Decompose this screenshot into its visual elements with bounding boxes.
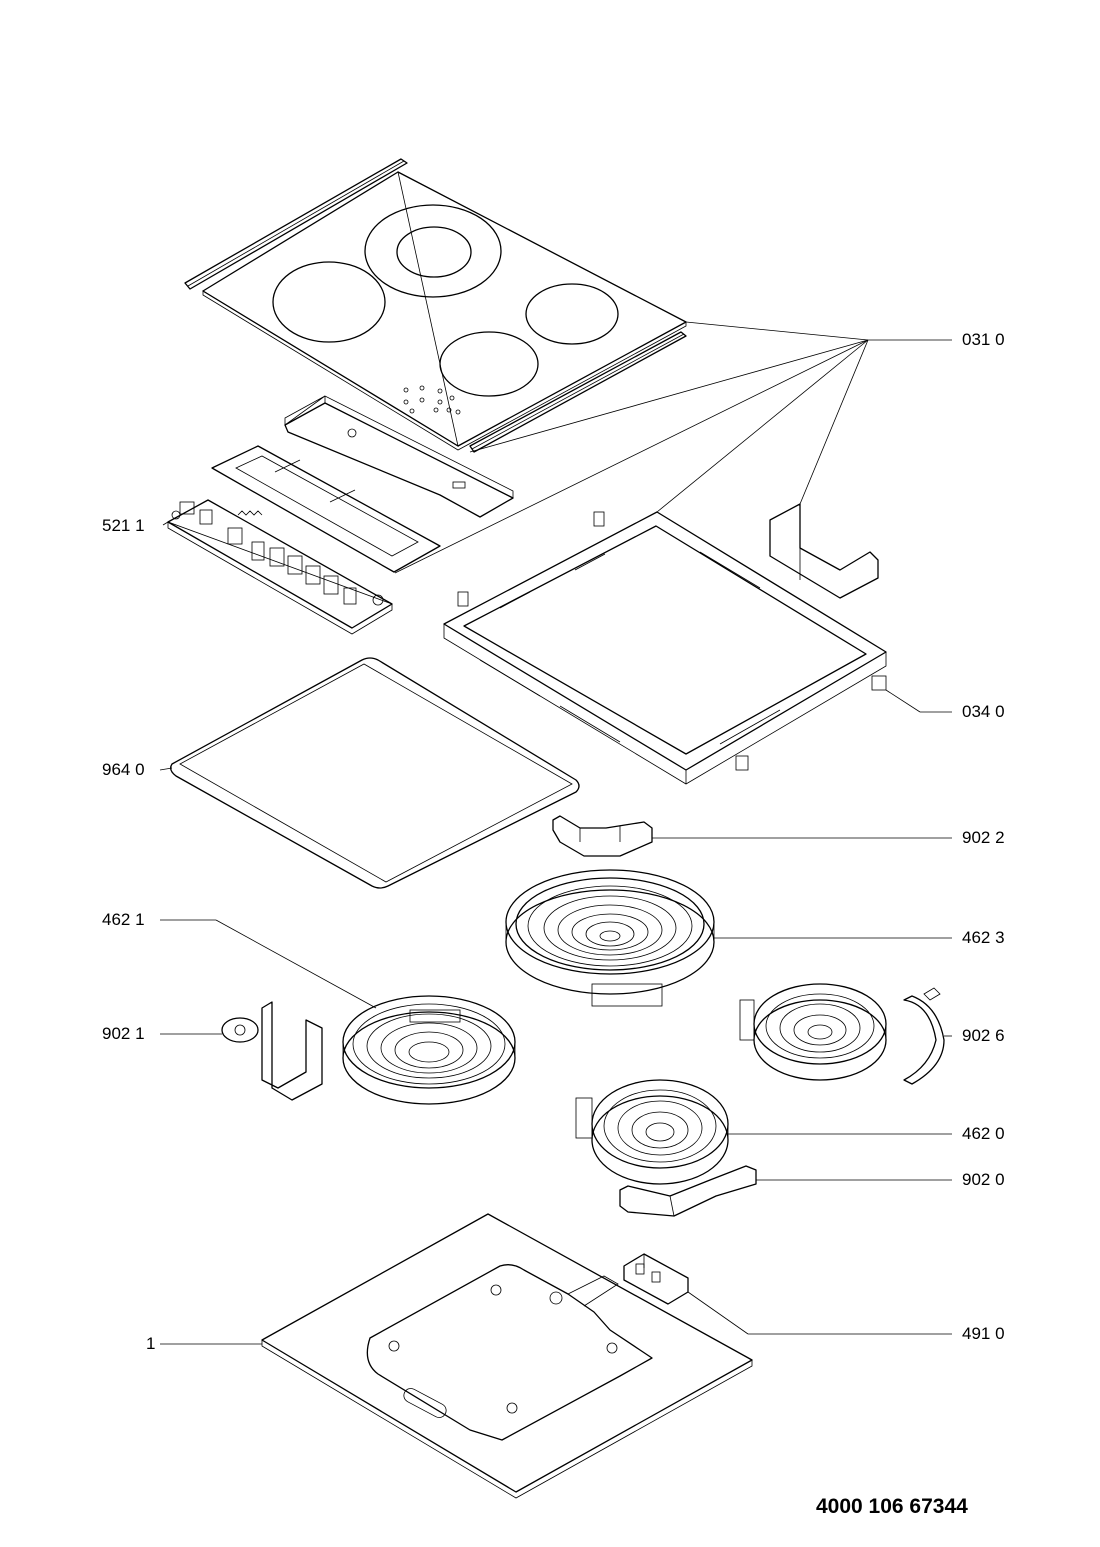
heating-element-large — [505, 869, 715, 1007]
seal-gasket — [170, 657, 580, 889]
callout-902-1: 902 1 — [102, 1024, 145, 1043]
terminal-block — [623, 1253, 689, 1305]
right-bracket — [769, 503, 879, 599]
callout-1: 1 — [146, 1334, 156, 1353]
callout-034-0: 034 0 — [962, 702, 1005, 721]
bracket-902-6 — [903, 987, 945, 1085]
side-trim-strips — [184, 158, 687, 453]
bottom-housing — [261, 1213, 753, 1499]
callout-902-6: 902 6 — [962, 1026, 1005, 1045]
document-number: 4000 106 67344 — [816, 1495, 968, 1518]
glass-ceramic-top — [202, 171, 687, 451]
control-frame — [211, 445, 441, 573]
callout-491-0: 491 0 — [962, 1324, 1005, 1343]
leader-lines — [159, 321, 952, 1345]
callout-462-1: 462 1 — [102, 910, 145, 929]
callout-462-3: 462 3 — [962, 928, 1005, 947]
callout-902-2: 902 2 — [962, 828, 1005, 847]
heating-element-right — [739, 983, 887, 1081]
callout-462-0: 462 0 — [962, 1124, 1005, 1143]
heating-element-462-0 — [575, 1079, 729, 1185]
callout-521-1: 521 1 — [102, 516, 145, 535]
bracket-902-2 — [552, 815, 653, 857]
touch-control-dots — [403, 385, 461, 415]
bracket-902-1 — [221, 1001, 323, 1101]
callout-031-0: 031 0 — [962, 330, 1005, 349]
control-bracket — [284, 395, 514, 518]
callout-902-0: 902 0 — [962, 1170, 1005, 1189]
heating-element-462-1 — [342, 995, 516, 1105]
bracket-902-0 — [619, 1165, 757, 1217]
callout-964-0: 964 0 — [102, 760, 145, 779]
support-frame — [443, 511, 887, 785]
electronic-control-board — [167, 499, 393, 635]
